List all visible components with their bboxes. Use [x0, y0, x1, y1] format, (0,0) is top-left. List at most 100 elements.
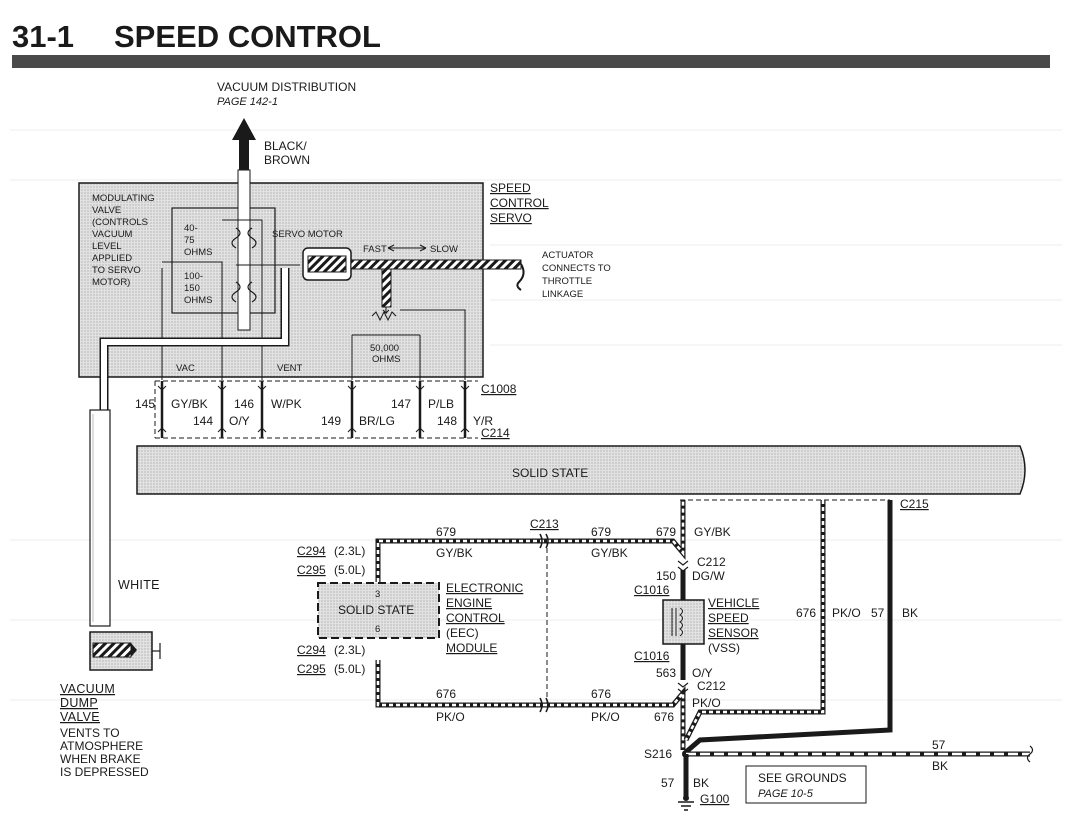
- vacuum-tube: [237, 169, 251, 331]
- wire-57-color-a: BK: [902, 606, 918, 620]
- svg-text:75: 75: [184, 235, 195, 246]
- svg-text:VEHICLE: VEHICLE: [708, 596, 759, 610]
- wire-57-label-c: 57: [661, 776, 675, 790]
- connector-c1008-band: [154, 380, 478, 439]
- svg-text:VALVE: VALVE: [92, 205, 121, 216]
- throttle-linkage-rod: [350, 259, 522, 270]
- wire-676-color-b: PK/O: [591, 710, 620, 724]
- potentiometer-icon: [371, 307, 397, 322]
- ground-g100: G100: [700, 792, 730, 806]
- vac-label: VAC: [176, 363, 195, 374]
- svg-text:VACUUM: VACUUM: [60, 682, 115, 696]
- actuator-label: ACTUATOR CONNECTS TO THROTTLE LINKAGE: [542, 250, 611, 300]
- coil-2-label: 100- 150 OHMS: [184, 271, 213, 306]
- svg-text:MODULE: MODULE: [446, 641, 497, 655]
- ground-icon: [678, 801, 694, 811]
- wire-57-color-b: BK: [932, 759, 948, 773]
- wire-57-right: [686, 745, 1034, 763]
- wire-147-circuit: 147: [391, 397, 411, 411]
- vent-label: VENT: [277, 363, 303, 374]
- connector-c295-bottom: C295: [297, 662, 326, 676]
- svg-text:CONTROL: CONTROL: [446, 611, 505, 625]
- servo-title-2: CONTROL: [490, 196, 549, 210]
- wire-676-right: [683, 500, 826, 742]
- svg-text:VENTS TO: VENTS TO: [60, 726, 120, 740]
- wire-679-label-b: 679: [591, 525, 611, 539]
- svg-text:APPLIED: APPLIED: [92, 253, 132, 264]
- svg-text:OHMS: OHMS: [184, 295, 213, 306]
- svg-text:(CONTROLS: (CONTROLS: [92, 217, 148, 228]
- pot-label-1: 50,000: [370, 343, 399, 354]
- wire-144-color: O/Y: [229, 414, 250, 428]
- connector-c1016-bottom: C1016: [634, 649, 670, 663]
- slow-label: SLOW: [430, 244, 458, 255]
- modulating-valve-label: MODULATING VALVE (CONTROLS VACUUM LEVEL …: [92, 193, 155, 288]
- connector-c213-icon: [539, 533, 549, 549]
- eec-module-box: [317, 582, 440, 639]
- vss-coil-icon: [671, 607, 683, 637]
- modulating-valve-box: [171, 207, 276, 314]
- wire-676-label-a: 676: [436, 687, 456, 701]
- wire-563-color: O/Y: [692, 666, 713, 680]
- svg-text:150: 150: [184, 283, 200, 294]
- svg-text:MOTOR): MOTOR): [92, 277, 130, 288]
- wire-679-label-a: 679: [436, 525, 456, 539]
- svg-text:DUMP: DUMP: [60, 696, 98, 710]
- coil-1-label: 40- 75 OHMS: [184, 223, 213, 258]
- connector-c212-bottom-icon: [677, 682, 689, 694]
- see-grounds-title: SEE GROUNDS: [758, 771, 847, 785]
- solid-state-module-label: SOLID STATE: [512, 466, 588, 480]
- wire-145-color: GY/BK: [171, 397, 208, 411]
- svg-text:ENGINE: ENGINE: [446, 596, 492, 610]
- connector-c294-bottom: C294: [297, 643, 326, 657]
- svg-text:(VSS): (VSS): [708, 641, 740, 655]
- connector-c1016-top: C1016: [634, 583, 670, 597]
- svg-text:MODULATING: MODULATING: [92, 193, 155, 204]
- wire-563-label: 563: [656, 666, 676, 680]
- pot-wiper-rod: [381, 268, 392, 308]
- connector-c213: C213: [530, 517, 559, 531]
- wire-57-label-a: 57: [871, 606, 885, 620]
- svg-text:SENSOR: SENSOR: [708, 626, 759, 640]
- white-hose-label: WHITE: [118, 578, 160, 592]
- eec-pin-6: 6: [375, 624, 380, 635]
- svg-text:OHMS: OHMS: [184, 247, 213, 258]
- svg-text:THROTTLE: THROTTLE: [542, 276, 592, 287]
- page-title: SPEED CONTROL: [114, 19, 381, 54]
- connector-c212-bottom: C212: [697, 679, 726, 693]
- wire-676-label-b: 676: [591, 687, 611, 701]
- wire-57-color-c: BK: [693, 776, 709, 790]
- connector-c1008-notches: [157, 385, 470, 433]
- wire-679-color-a: GY/BK: [436, 546, 473, 560]
- eec-box-label: SOLID STATE: [338, 603, 414, 617]
- hose-color-line2: BROWN: [264, 153, 310, 167]
- wire-144-circuit: 144: [193, 414, 213, 428]
- connector-c214: C214: [481, 426, 510, 440]
- vss-sensor-icon: [662, 599, 705, 645]
- svg-text:SPEED: SPEED: [708, 611, 749, 625]
- svg-text:TO SERVO: TO SERVO: [92, 265, 141, 276]
- wire-148-color: Y/R: [473, 414, 493, 428]
- eec-name: ELECTRONIC ENGINE CONTROL (EEC) MODULE: [446, 581, 524, 655]
- connector-c213-lower-icon: [539, 697, 549, 713]
- section-number: 31-1: [12, 19, 74, 54]
- connector-c294-top: C294: [297, 544, 326, 558]
- solid-state-module-bar: [136, 445, 1026, 495]
- pot-label-2: OHMS: [372, 354, 401, 365]
- fast-label: FAST: [363, 244, 387, 255]
- vacuum-arrow-icon: [232, 118, 256, 170]
- wire-145-circuit: 145: [135, 397, 155, 411]
- dump-valve-title: VACUUM DUMP VALVE: [60, 682, 115, 724]
- servo-motor-label: SERVO MOTOR: [272, 229, 343, 240]
- wire-147-color: P/LB: [428, 397, 454, 411]
- svg-text:IS DEPRESSED: IS DEPRESSED: [60, 765, 149, 779]
- connector-c215: C215: [900, 497, 929, 511]
- wire-150-label: 150: [656, 569, 676, 583]
- connector-c295-top: C295: [297, 563, 326, 577]
- header-rule: [12, 55, 1050, 68]
- variant-5-0l-bottom: (5.0L): [334, 662, 365, 676]
- svg-text:(EEC): (EEC): [446, 626, 479, 640]
- servo-motor-spring-icon: [307, 255, 347, 273]
- solenoid-coil-icon: [231, 227, 257, 303]
